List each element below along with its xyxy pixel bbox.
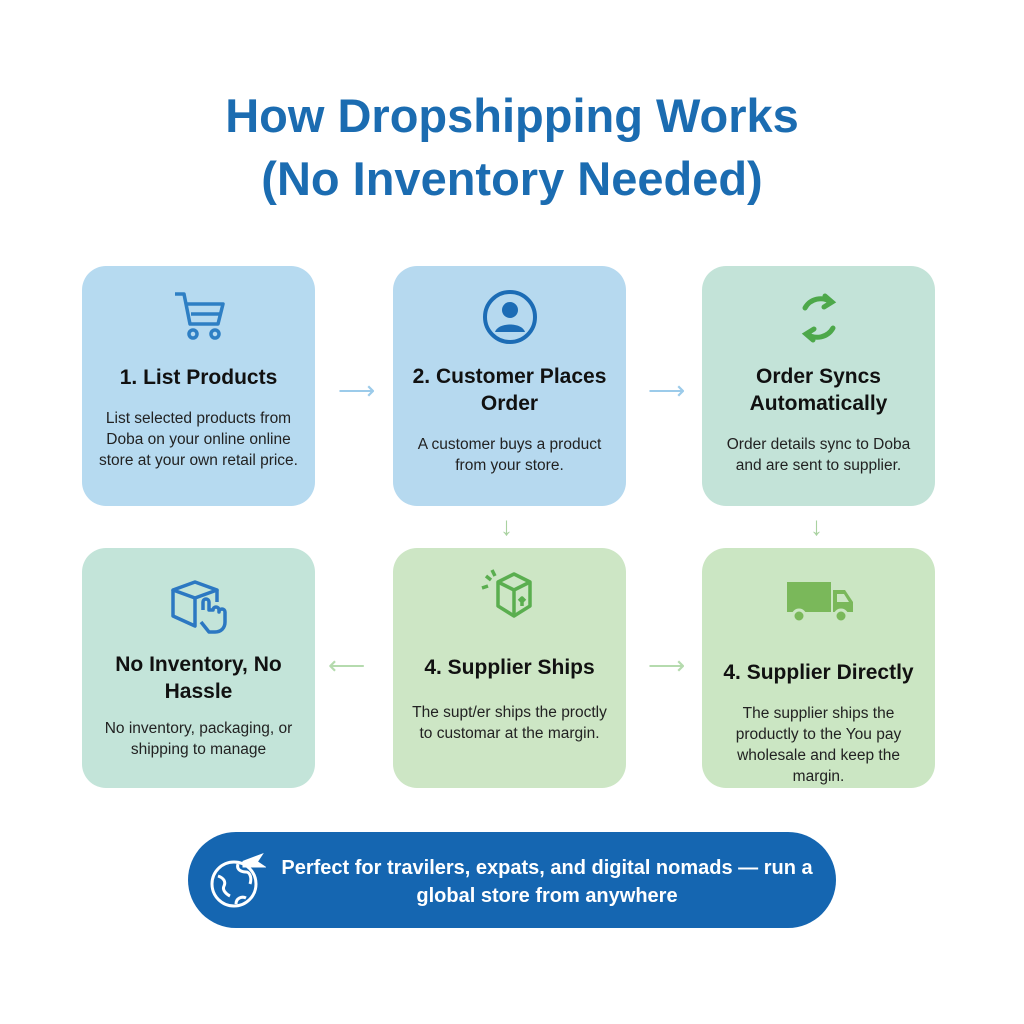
arrow-right-icon: ⟶ [648, 650, 686, 680]
page-title: How Dropshipping Works (No Inventory Need… [0, 84, 1024, 210]
card-title: Order Syncs Automatically [749, 365, 888, 415]
card-description: A customer buys a product from your stor… [417, 436, 602, 474]
card-title: 4. Supplier Directly [723, 661, 914, 684]
user-icon [393, 288, 626, 344]
step-card-list-products: 1. List Products List selected products … [82, 266, 315, 506]
card-title: 2. Customer Places Order [412, 365, 607, 415]
card-description: Order details sync to Doba and are sent … [726, 436, 911, 474]
package-hand-icon [82, 576, 315, 634]
arrow-right-icon: ⟶ [338, 375, 376, 405]
card-description: The supplier ships the productly to the … [735, 705, 902, 785]
step-card-order-syncs: Order Syncs Automatically Order details … [702, 266, 935, 506]
step-card-supplier-directly: 4. Supplier Directly The supplier ships … [702, 548, 935, 788]
box-icon [393, 566, 626, 622]
arrow-down-icon: ↓ [810, 511, 823, 541]
banner-text: Perfect for travilers, expats, and digit… [281, 857, 813, 907]
sync-icon [702, 288, 935, 344]
card-title: 4. Supplier Ships [424, 656, 595, 679]
card-description: The supt/er ships the proctly to customa… [412, 704, 607, 742]
truck-icon [702, 578, 935, 634]
card-description: No inventory, packaging, or shipping to … [104, 720, 293, 758]
bottom-banner: Perfect for travilers, expats, and digit… [188, 832, 836, 928]
globe-plane-icon [208, 852, 267, 915]
arrow-down-icon: ↓ [500, 511, 513, 541]
step-card-customer-places-order: 2. Customer Places Order A customer buys… [393, 266, 626, 506]
card-title: No Inventory, No Hassle [115, 653, 282, 703]
title-line-1: How Dropshipping Works [225, 89, 799, 142]
card-description: List selected products from Doba on your… [98, 410, 298, 469]
title-line-2: (No Inventory Needed) [261, 152, 763, 205]
shopping-cart-icon [82, 288, 315, 344]
step-card-supplier-ships: 4. Supplier Ships The supt/er ships the … [393, 548, 626, 788]
arrow-right-icon: ⟶ [648, 375, 686, 405]
card-title: 1. List Products [119, 366, 278, 389]
step-card-no-inventory: No Inventory, No Hassle No inventory, pa… [82, 548, 315, 788]
arrow-left-icon: ⟵ [328, 650, 366, 680]
